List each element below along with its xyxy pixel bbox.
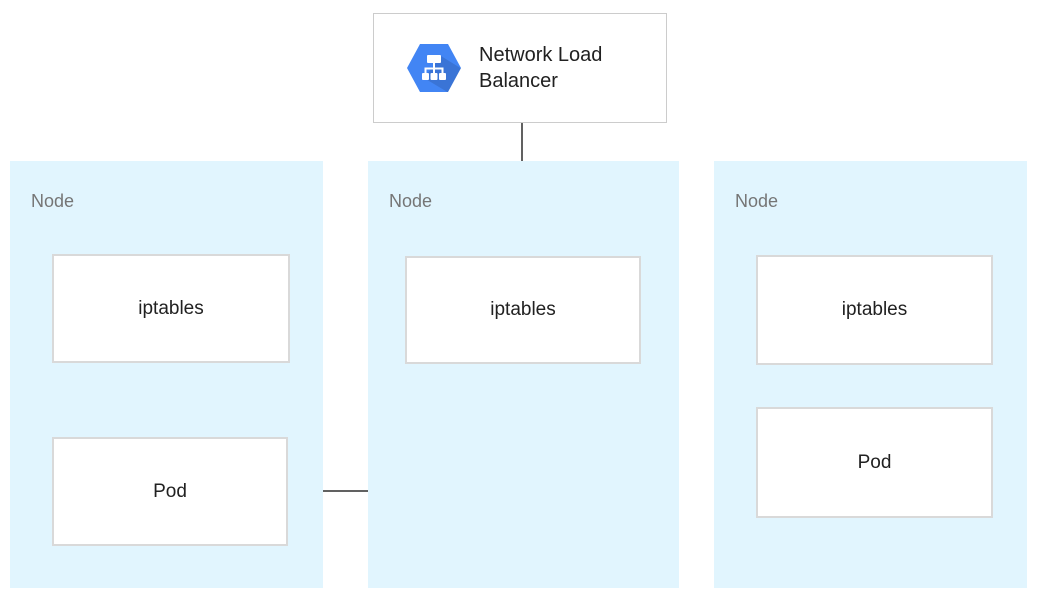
node-1-pod-box: Pod xyxy=(52,437,288,546)
node-1-label: Node xyxy=(31,191,75,211)
node-3-pod-box: Pod xyxy=(756,407,993,518)
node-3-label: Node xyxy=(735,191,779,211)
node-2-iptables-box: iptables xyxy=(405,256,641,364)
node-1-iptables-box: iptables xyxy=(52,254,290,363)
load-balancer-tree-glyph xyxy=(422,55,446,80)
node-panel-1: Node iptables Pod xyxy=(10,161,323,588)
load-balancer-card: Network Load Balancer xyxy=(373,13,667,123)
load-balancer-tree-connectors xyxy=(424,63,444,73)
node-2-label: Node xyxy=(389,191,433,211)
node-panel-2: Node iptables xyxy=(368,161,679,588)
node-3-iptables-box: iptables xyxy=(756,255,993,365)
load-balancer-label: Network Load Balancer xyxy=(479,44,603,92)
node-panel-3: Node iptables Pod xyxy=(714,161,1027,588)
network-load-balancer-icon xyxy=(407,44,461,92)
